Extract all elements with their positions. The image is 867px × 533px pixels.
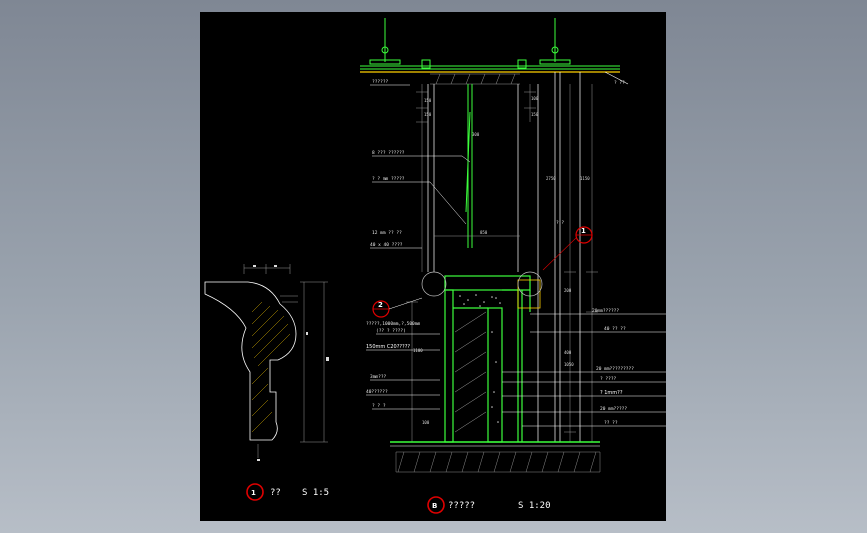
note-plain: ? ? ? — [372, 403, 386, 409]
note-3mm: 3mm??? — [370, 374, 387, 380]
note-right-3: 20 mm????????? — [596, 366, 634, 372]
corner-note: ? ?? — [614, 80, 625, 86]
profile-dimensions — [243, 264, 328, 458]
note-cap-1: 12 mm ?? ?? — [372, 230, 402, 236]
dim-2750: 2750 — [546, 176, 556, 181]
note-concrete: 150mm C20????? — [366, 344, 410, 350]
dim-1150: 1150 — [580, 176, 590, 181]
dim-1100: 1100 — [413, 348, 423, 353]
caption-right-scale: S 1:20 — [518, 501, 551, 511]
profile-hatch — [251, 301, 291, 433]
caption-right-title: ????? — [448, 501, 475, 511]
dim-850: 850 — [480, 230, 488, 235]
caption-left[interactable]: 1 — [246, 483, 264, 501]
dim-1050: 1050 — [564, 362, 574, 367]
dim-100b: 100 — [422, 420, 430, 425]
caption-right[interactable]: B — [427, 496, 445, 514]
profile-detail — [204, 281, 297, 441]
detail-circle-left — [421, 271, 447, 297]
dim-300: 300 — [472, 132, 480, 137]
caption-left-marker: 1 — [251, 489, 256, 497]
note-cap-2: 40 x 40 ???? — [370, 242, 403, 248]
note-right-5: ? 1mm?? — [600, 390, 623, 396]
profile-dim-text — [253, 265, 329, 461]
dim-400: 400 — [564, 350, 572, 355]
note-wall-1: 8 ??? ?????? — [372, 150, 405, 156]
dimension-lines — [406, 84, 598, 442]
note-right-6: 20 mm????? — [600, 406, 627, 412]
note-40: 40?????? — [366, 389, 388, 395]
detail-marker-2[interactable]: 2 — [372, 300, 390, 318]
note-right-1: 20mm?????? — [592, 308, 619, 314]
detail-marker-1[interactable]: 1 — [575, 226, 593, 244]
wall-outline — [427, 72, 581, 442]
dim-100a: 100 — [531, 96, 539, 101]
wall-panel — [465, 84, 473, 248]
caption-right-marker: B — [432, 502, 437, 510]
cad-drawing: ?????? ? ?? 150 150 300 100 1 — [204, 18, 666, 514]
detail-circle-right — [517, 271, 543, 297]
note-wall-2: ? ? mm ????? — [372, 176, 405, 182]
ground-hatch — [395, 451, 601, 473]
note-right-7: ?? ?? — [604, 420, 618, 426]
cad-drawing-viewport[interactable]: ?????? ? ?? 150 150 300 100 1 — [200, 12, 666, 521]
bench-cap-detail — [517, 279, 541, 309]
caption-left-title: ?? — [270, 488, 281, 498]
right-leaders — [502, 313, 666, 427]
dim-150b: 150 — [424, 112, 432, 117]
detail-marker-2-label: 2 — [378, 301, 383, 309]
dim-150a: 150 — [424, 98, 432, 103]
ceiling-assembly — [360, 18, 620, 70]
top-note: ?????? — [372, 79, 389, 85]
ceiling-slab-hatch — [430, 73, 520, 85]
detail-marker-1-label: 1 — [581, 227, 586, 235]
note-bench-1: ?????,1000mm,?,500mm — [366, 321, 420, 327]
dim-200: 200 — [564, 288, 572, 293]
side-note: ? ? — [556, 220, 564, 226]
note-bench-2: (?? ? ????) — [376, 328, 406, 334]
bench-fill — [459, 294, 501, 423]
note-right-2: 40 ?? ?? — [604, 326, 626, 332]
bench-hatch — [454, 311, 487, 433]
caption-left-scale: S 1:5 — [302, 488, 329, 498]
note-right-4: ? ???? — [600, 376, 617, 382]
dim-150c: 150 — [531, 112, 539, 117]
bench-structure — [444, 275, 531, 443]
